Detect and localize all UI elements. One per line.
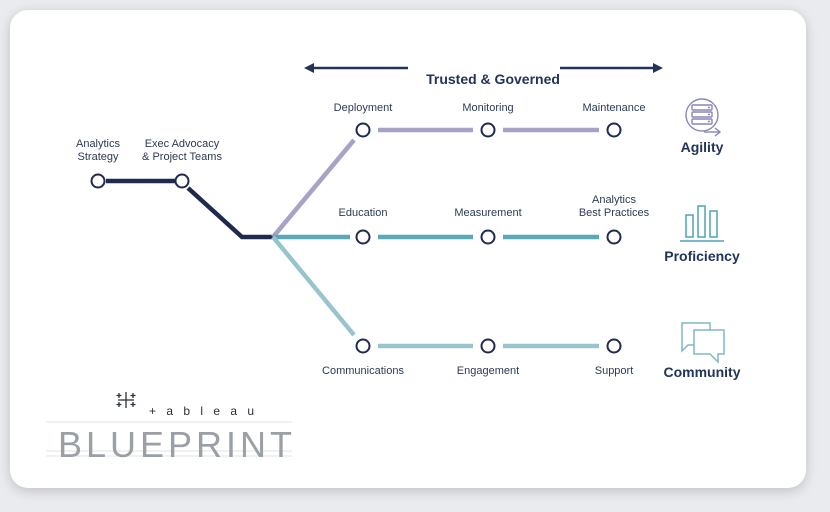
label-maintenance: Maintenance [582,102,646,114]
blueprint-card: Trusted & Governed Analytics Strategy Ex… [10,10,806,488]
node-analytics-strategy [90,173,106,189]
left-arrowhead-icon [304,63,314,73]
blueprint-wordmark: BLUEPRINT [58,424,297,465]
node-exec-advocacy [174,173,190,189]
label-exec-advocacy: Exec Advocacy & Project Teams [142,138,222,163]
chat-bubbles-icon [681,322,725,364]
trunk-path [106,178,273,240]
tableau-cross-logo-icon [116,392,136,408]
label-education: Education [338,207,388,219]
label-analytics-strategy: Analytics Strategy [75,138,121,163]
label-analytics-best-practices: Analytics Best Practices [578,194,650,219]
bar-chart-icon [680,205,724,242]
label-engagement: Engagement [456,365,520,377]
tableau-wordmark: + a b l e a u [149,404,258,418]
right-arrowhead-icon [653,63,663,73]
node-education [355,229,371,245]
node-communications [355,338,371,354]
caption-proficiency: Proficiency [664,248,740,264]
node-maintenance [606,122,622,138]
trunk-segment-2 [186,186,273,240]
node-measurement [480,229,496,245]
node-support [606,338,622,354]
header-arrows [304,63,663,73]
server-stack-icon [685,98,722,137]
roadmap-diagram [46,63,725,457]
label-deployment: Deployment [333,102,393,114]
blueprint-guides [46,421,292,457]
label-measurement: Measurement [454,207,522,219]
caption-community: Community [663,364,741,380]
label-monitoring: Monitoring [462,102,514,114]
branch-agility [271,138,356,239]
node-circles [90,122,622,354]
node-engagement [480,338,496,354]
label-communications: Communications [322,365,404,377]
trusted-governed-title: Trusted & Governed [426,71,560,87]
node-analytics-best-practices [606,229,622,245]
label-support: Support [594,365,634,377]
branch-community [271,235,356,337]
node-deployment [355,122,371,138]
caption-agility: Agility [680,139,724,155]
node-monitoring [480,122,496,138]
